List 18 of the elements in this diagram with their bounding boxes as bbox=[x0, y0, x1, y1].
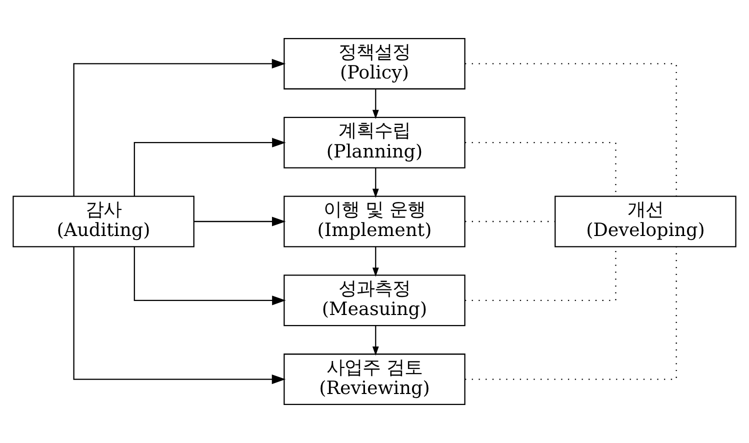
arrow bbox=[73, 246, 286, 384]
arrow bbox=[134, 246, 286, 306]
arrow bbox=[372, 326, 379, 356]
node-box: 이행 및 운행 (Implement) bbox=[284, 196, 466, 248]
node-box: 사업주 검토 (Reviewing) bbox=[284, 354, 466, 405]
arrow bbox=[372, 89, 379, 119]
node-box: 감사 (Auditing) bbox=[12, 196, 194, 248]
arrow bbox=[194, 216, 286, 226]
node-box: 개선 (Developing) bbox=[554, 196, 736, 248]
node-box: 정책설정 (Policy) bbox=[284, 38, 466, 90]
node-box: 성과측정 (Measuing) bbox=[284, 274, 466, 326]
connector bbox=[465, 246, 677, 380]
arrow bbox=[134, 138, 286, 196]
node-box: 계획수립 (Planning) bbox=[284, 116, 466, 168]
arrow bbox=[73, 58, 286, 196]
connector bbox=[465, 63, 677, 196]
arrow bbox=[372, 246, 379, 277]
arrow bbox=[372, 168, 379, 198]
